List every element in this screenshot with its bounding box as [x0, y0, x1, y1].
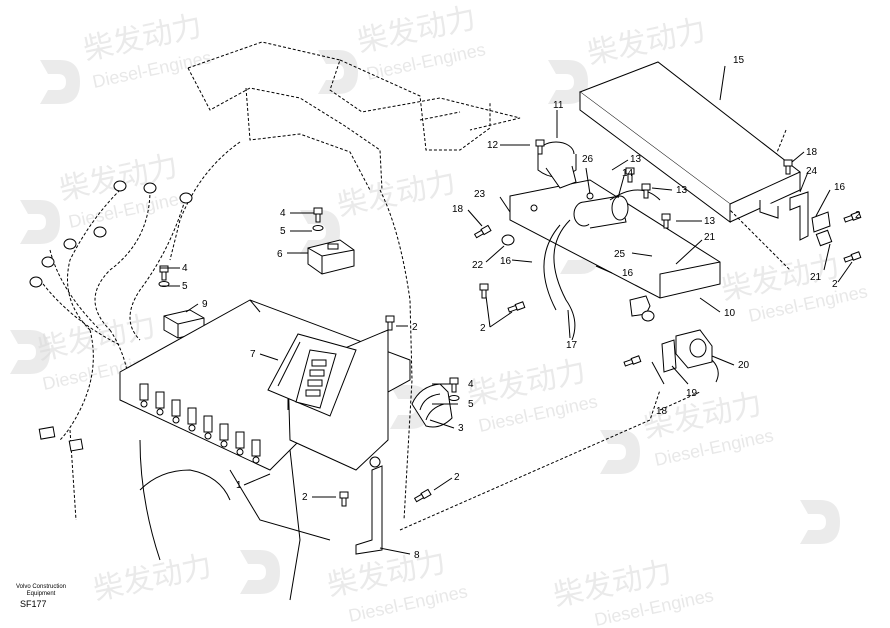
- callout-10: 10: [724, 308, 736, 319]
- callout-17: 17: [566, 340, 578, 351]
- caption-manufacturer: Volvo Construction: [15, 584, 67, 590]
- wiring-harness: [29, 180, 193, 452]
- watermark-cn: 柴发动力: [584, 13, 709, 72]
- caption-figure-code: SF177: [20, 599, 47, 609]
- callout-19: 19: [686, 388, 698, 399]
- control-module: [307, 239, 355, 275]
- callout-11: 11: [553, 100, 564, 111]
- callout-8: 8: [414, 550, 420, 561]
- callout-13: 13: [676, 185, 688, 196]
- callout-labels: 1 2 2 2 2 2 2 3 4 4 4 5 5 5 6 7 8 9 10 1…: [182, 55, 861, 561]
- callout-3: 3: [458, 423, 464, 434]
- starter-relay: [543, 189, 661, 341]
- callout-9: 9: [202, 299, 208, 310]
- callout-4: 4: [280, 208, 286, 219]
- callout-5: 5: [280, 226, 286, 237]
- callout-20: 20: [738, 360, 750, 371]
- watermark-cn: 柴发动力: [334, 165, 459, 224]
- callout-2: 2: [855, 210, 861, 221]
- callout-16: 16: [622, 268, 634, 279]
- callout-14: 14: [622, 168, 634, 179]
- callout-2: 2: [480, 323, 486, 334]
- figure-caption: Volvo Construction Equipment SF177: [6, 584, 76, 610]
- callout-15: 15: [733, 55, 745, 66]
- clamp-bracket: [789, 191, 833, 247]
- callout-1: 1: [236, 480, 242, 491]
- fuse-panel: [119, 299, 411, 471]
- fuse-cover: [267, 333, 357, 417]
- watermark-layer: 柴发动力 Diesel-Engines 柴发动力 Diesel-Engines …: [10, 1, 869, 628]
- callout-18: 18: [656, 406, 668, 417]
- callout-2: 2: [832, 279, 838, 290]
- callout-22: 22: [472, 260, 484, 271]
- callout-13: 13: [704, 216, 716, 227]
- callout-23: 23: [474, 189, 486, 200]
- callout-21: 21: [810, 272, 822, 283]
- callout-2: 2: [412, 322, 418, 333]
- resistor-unit: [661, 329, 719, 383]
- callout-18: 18: [452, 204, 464, 215]
- bracket: [411, 383, 453, 428]
- relay-plate: [509, 179, 721, 317]
- callout-25: 25: [614, 249, 626, 260]
- cover: [578, 61, 801, 223]
- callout-4: 4: [468, 379, 474, 390]
- callout-18: 18: [806, 147, 818, 158]
- callout-16: 16: [834, 182, 846, 193]
- bolts: [158, 139, 862, 507]
- callout-5: 5: [182, 281, 188, 292]
- callout-26: 26: [582, 154, 594, 165]
- callout-5: 5: [468, 399, 474, 410]
- watermark-cn: 柴发动力: [90, 549, 215, 608]
- callout-4: 4: [182, 263, 188, 274]
- callout-13: 13: [630, 154, 642, 165]
- callout-24: 24: [806, 166, 818, 177]
- callout-6: 6: [277, 249, 283, 260]
- battery-relay: [537, 141, 577, 189]
- callout-16: 16: [500, 256, 512, 267]
- caption-division: Equipment: [26, 591, 56, 597]
- callout-7: 7: [250, 349, 256, 360]
- callout-2: 2: [454, 472, 460, 483]
- leader-lines: [160, 65, 853, 555]
- callout-21: 21: [704, 232, 716, 243]
- callout-12: 12: [487, 140, 499, 151]
- callout-2: 2: [302, 492, 308, 503]
